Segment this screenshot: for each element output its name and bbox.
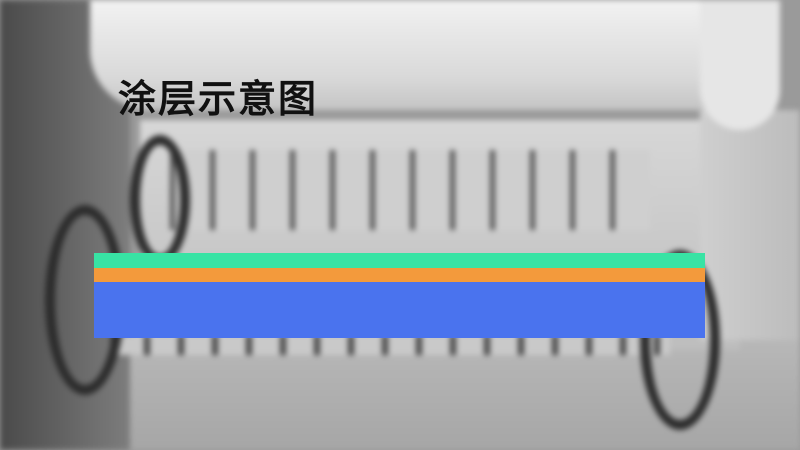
machine-cylinder — [90, 0, 770, 110]
right-wall — [700, 110, 800, 340]
page-title: 涂层示意图 — [118, 77, 319, 121]
cylinder-cap — [700, 0, 780, 130]
machine-bars — [170, 150, 650, 230]
flange-ring — [130, 135, 190, 265]
coating-layer-middle — [94, 268, 705, 282]
machine-lower-bars — [110, 335, 670, 355]
coating-layer-top — [94, 253, 705, 268]
coating-layer-substrate — [94, 282, 705, 338]
